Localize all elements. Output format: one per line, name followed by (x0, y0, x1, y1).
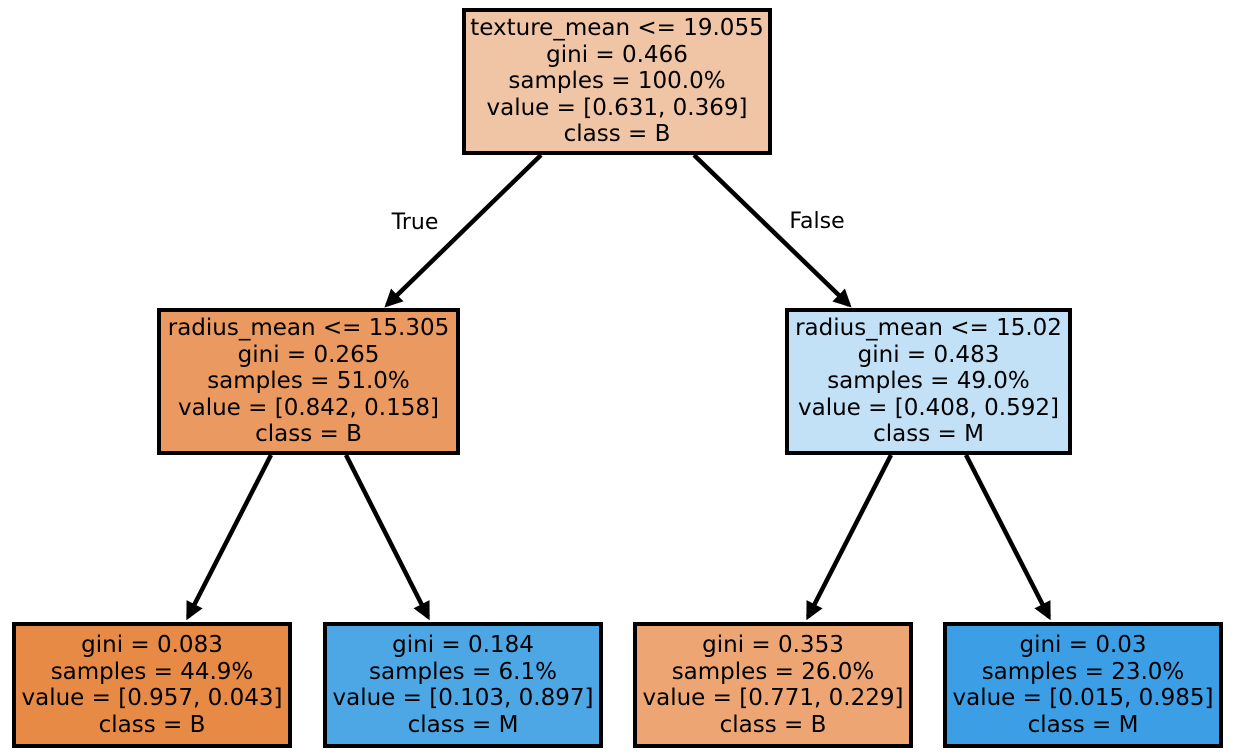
edge-right-to-leaf4 (963, 453, 1052, 621)
node-samples: samples = 51.0% (207, 368, 410, 395)
node-condition: radius_mean <= 15.02 (795, 315, 1062, 342)
node-condition: radius_mean <= 15.305 (167, 315, 450, 342)
node-samples: samples = 49.0% (827, 368, 1030, 395)
node-value: value = [0.957, 0.043] (21, 685, 283, 711)
node-gini: gini = 0.083 (81, 632, 223, 658)
node-gini: gini = 0.03 (1019, 632, 1147, 658)
node-value: value = [0.771, 0.229] (642, 685, 904, 711)
tree-leaf-1: gini = 0.083 samples = 44.9% value = [0.… (12, 622, 292, 748)
tree-leaf-4: gini = 0.03 samples = 23.0% value = [0.0… (943, 622, 1223, 748)
edge-right-to-leaf3 (805, 453, 894, 621)
edge-left-to-leaf1 (185, 453, 274, 621)
edge-root-to-right (692, 153, 852, 308)
edge-label-false: False (789, 209, 845, 234)
node-value: value = [0.408, 0.592] (798, 394, 1059, 421)
node-gini: gini = 0.353 (702, 632, 844, 658)
node-class: class = B (719, 711, 827, 738)
node-value: value = [0.631, 0.369] (486, 94, 748, 121)
node-samples: samples = 26.0% (671, 658, 875, 685)
node-gini: gini = 0.466 (546, 41, 688, 68)
edge-root-to-left (384, 153, 543, 308)
tree-node-right: radius_mean <= 15.02 gini = 0.483 sample… (785, 308, 1072, 455)
node-samples: samples = 100.0% (508, 68, 726, 95)
tree-leaf-3: gini = 0.353 samples = 26.0% value = [0.… (633, 622, 913, 748)
tree-node-root: texture_mean <= 19.055 gini = 0.466 samp… (462, 8, 772, 155)
node-class: class = M (873, 421, 984, 448)
node-condition: texture_mean <= 19.055 (470, 15, 764, 42)
tree-node-left: radius_mean <= 15.305 gini = 0.265 sampl… (157, 308, 460, 455)
node-class: class = B (98, 711, 206, 738)
node-value: value = [0.842, 0.158] (178, 394, 439, 421)
node-class: class = M (407, 711, 519, 738)
tree-leaf-2: gini = 0.184 samples = 6.1% value = [0.1… (323, 622, 603, 748)
node-value: value = [0.015, 0.985] (952, 685, 1214, 711)
node-gini: gini = 0.265 (237, 341, 380, 368)
node-samples: samples = 6.1% (369, 658, 557, 685)
node-gini: gini = 0.184 (392, 632, 534, 658)
node-class: class = B (255, 421, 362, 448)
node-samples: samples = 23.0% (981, 658, 1185, 685)
edge-left-to-leaf2 (343, 453, 431, 621)
node-class: class = B (563, 121, 671, 148)
node-class: class = M (1027, 711, 1139, 738)
node-samples: samples = 44.9% (50, 658, 254, 685)
edge-label-true: True (391, 210, 439, 235)
node-gini: gini = 0.483 (857, 341, 1000, 368)
node-value: value = [0.103, 0.897] (332, 685, 594, 711)
